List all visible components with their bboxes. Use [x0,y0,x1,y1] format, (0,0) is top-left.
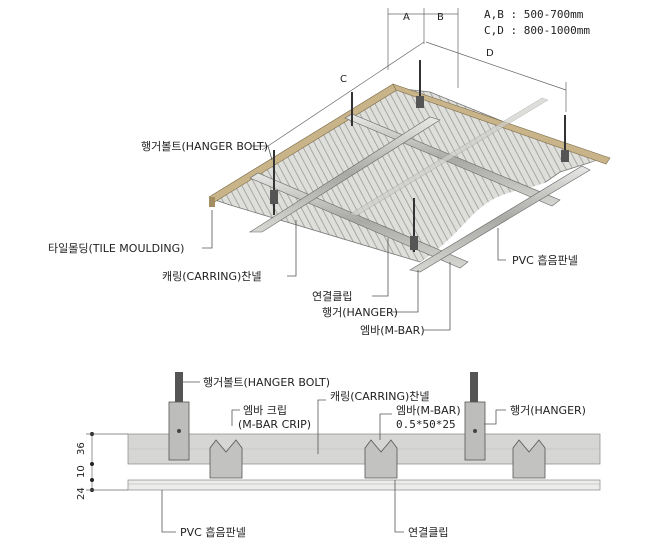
section-dims [86,432,128,492]
leader-hanger-bolt [252,145,273,161]
dim-24: 24 [76,487,87,500]
dim-b-label: B [437,12,444,23]
sec-leader-m-bar [379,413,392,440]
sec-label-hanger: 행거(HANGER) [510,404,586,417]
sec-leader-m-bar-clip [231,409,240,426]
sec-label-pvc-panel: PVC 흡음판넬 [180,525,246,539]
label-connect-clip: 연결클립 [312,290,352,303]
section-view: 36 10 24 행거볼트(HANGER BOLT) 엠바 크립 (M-BAR … [76,372,601,539]
label-m-bar: 엠바(M-BAR) [360,324,425,337]
sec-leader-pvc [161,490,176,533]
sec-label-carrying: 캐링(CARRING)찬넬 [330,389,430,403]
section-hanger-left [168,372,190,461]
label-hanger-bolt: 행거볼트(HANGER BOLT) [141,140,268,153]
label-hanger: 행거(HANGER) [322,306,398,319]
dim-c-label: C [340,74,347,85]
hangers [270,96,569,250]
spec-cd: C,D : 800-1000mm [484,24,590,37]
leader-hanger [392,270,419,313]
m-bar-3 [349,97,549,217]
sec-label-connect-clip: 연결클립 [408,526,448,539]
sec-label-hanger-bolt: 행거볼트(HANGER BOLT) [203,376,330,389]
label-carrying-channel: 캐링(CARRING)찬넬 [162,269,262,283]
leader-connect-clip [372,238,389,297]
dim-a-label: A [403,12,410,23]
leader-m-bar [424,262,451,331]
leader-carrying [287,220,297,277]
sec-label-m-bar: 엠바(M-BAR) [396,404,461,417]
isometric-view: A B C D A,B : 500-700mm C,D : 800-1000mm… [48,8,611,337]
sec-label-m-bar-clip-ko: 엠바 크립 [243,404,287,417]
dim-10: 10 [76,465,87,478]
sec-leader-hanger [484,409,506,425]
sec-leader-connect-clip [394,480,404,533]
tile-moulding-end [209,197,215,207]
m-bar-1 [248,116,441,233]
leader-pvc-panel [497,228,506,261]
dimension-lines [261,8,567,151]
sec-label-m-bar-size: 0.5*50*25 [396,418,456,431]
dim-36: 36 [76,442,87,455]
sec-leader-carrying [317,399,326,454]
dim-d-label: D [486,48,494,59]
section-m-bars [209,439,546,479]
section-pvc-panel [127,479,601,491]
section-hanger-right [464,372,486,461]
m-bar-2 [409,165,591,273]
label-pvc-panel: PVC 흡음판넬 [512,253,578,267]
leader-tile-moulding [202,210,213,249]
label-tile-moulding: 타일몰딩(TILE MOULDING) [48,241,184,255]
spec-ab: A,B : 500-700mm [484,8,584,21]
sec-label-m-bar-clip-en: (M-BAR CRIP) [238,418,311,431]
